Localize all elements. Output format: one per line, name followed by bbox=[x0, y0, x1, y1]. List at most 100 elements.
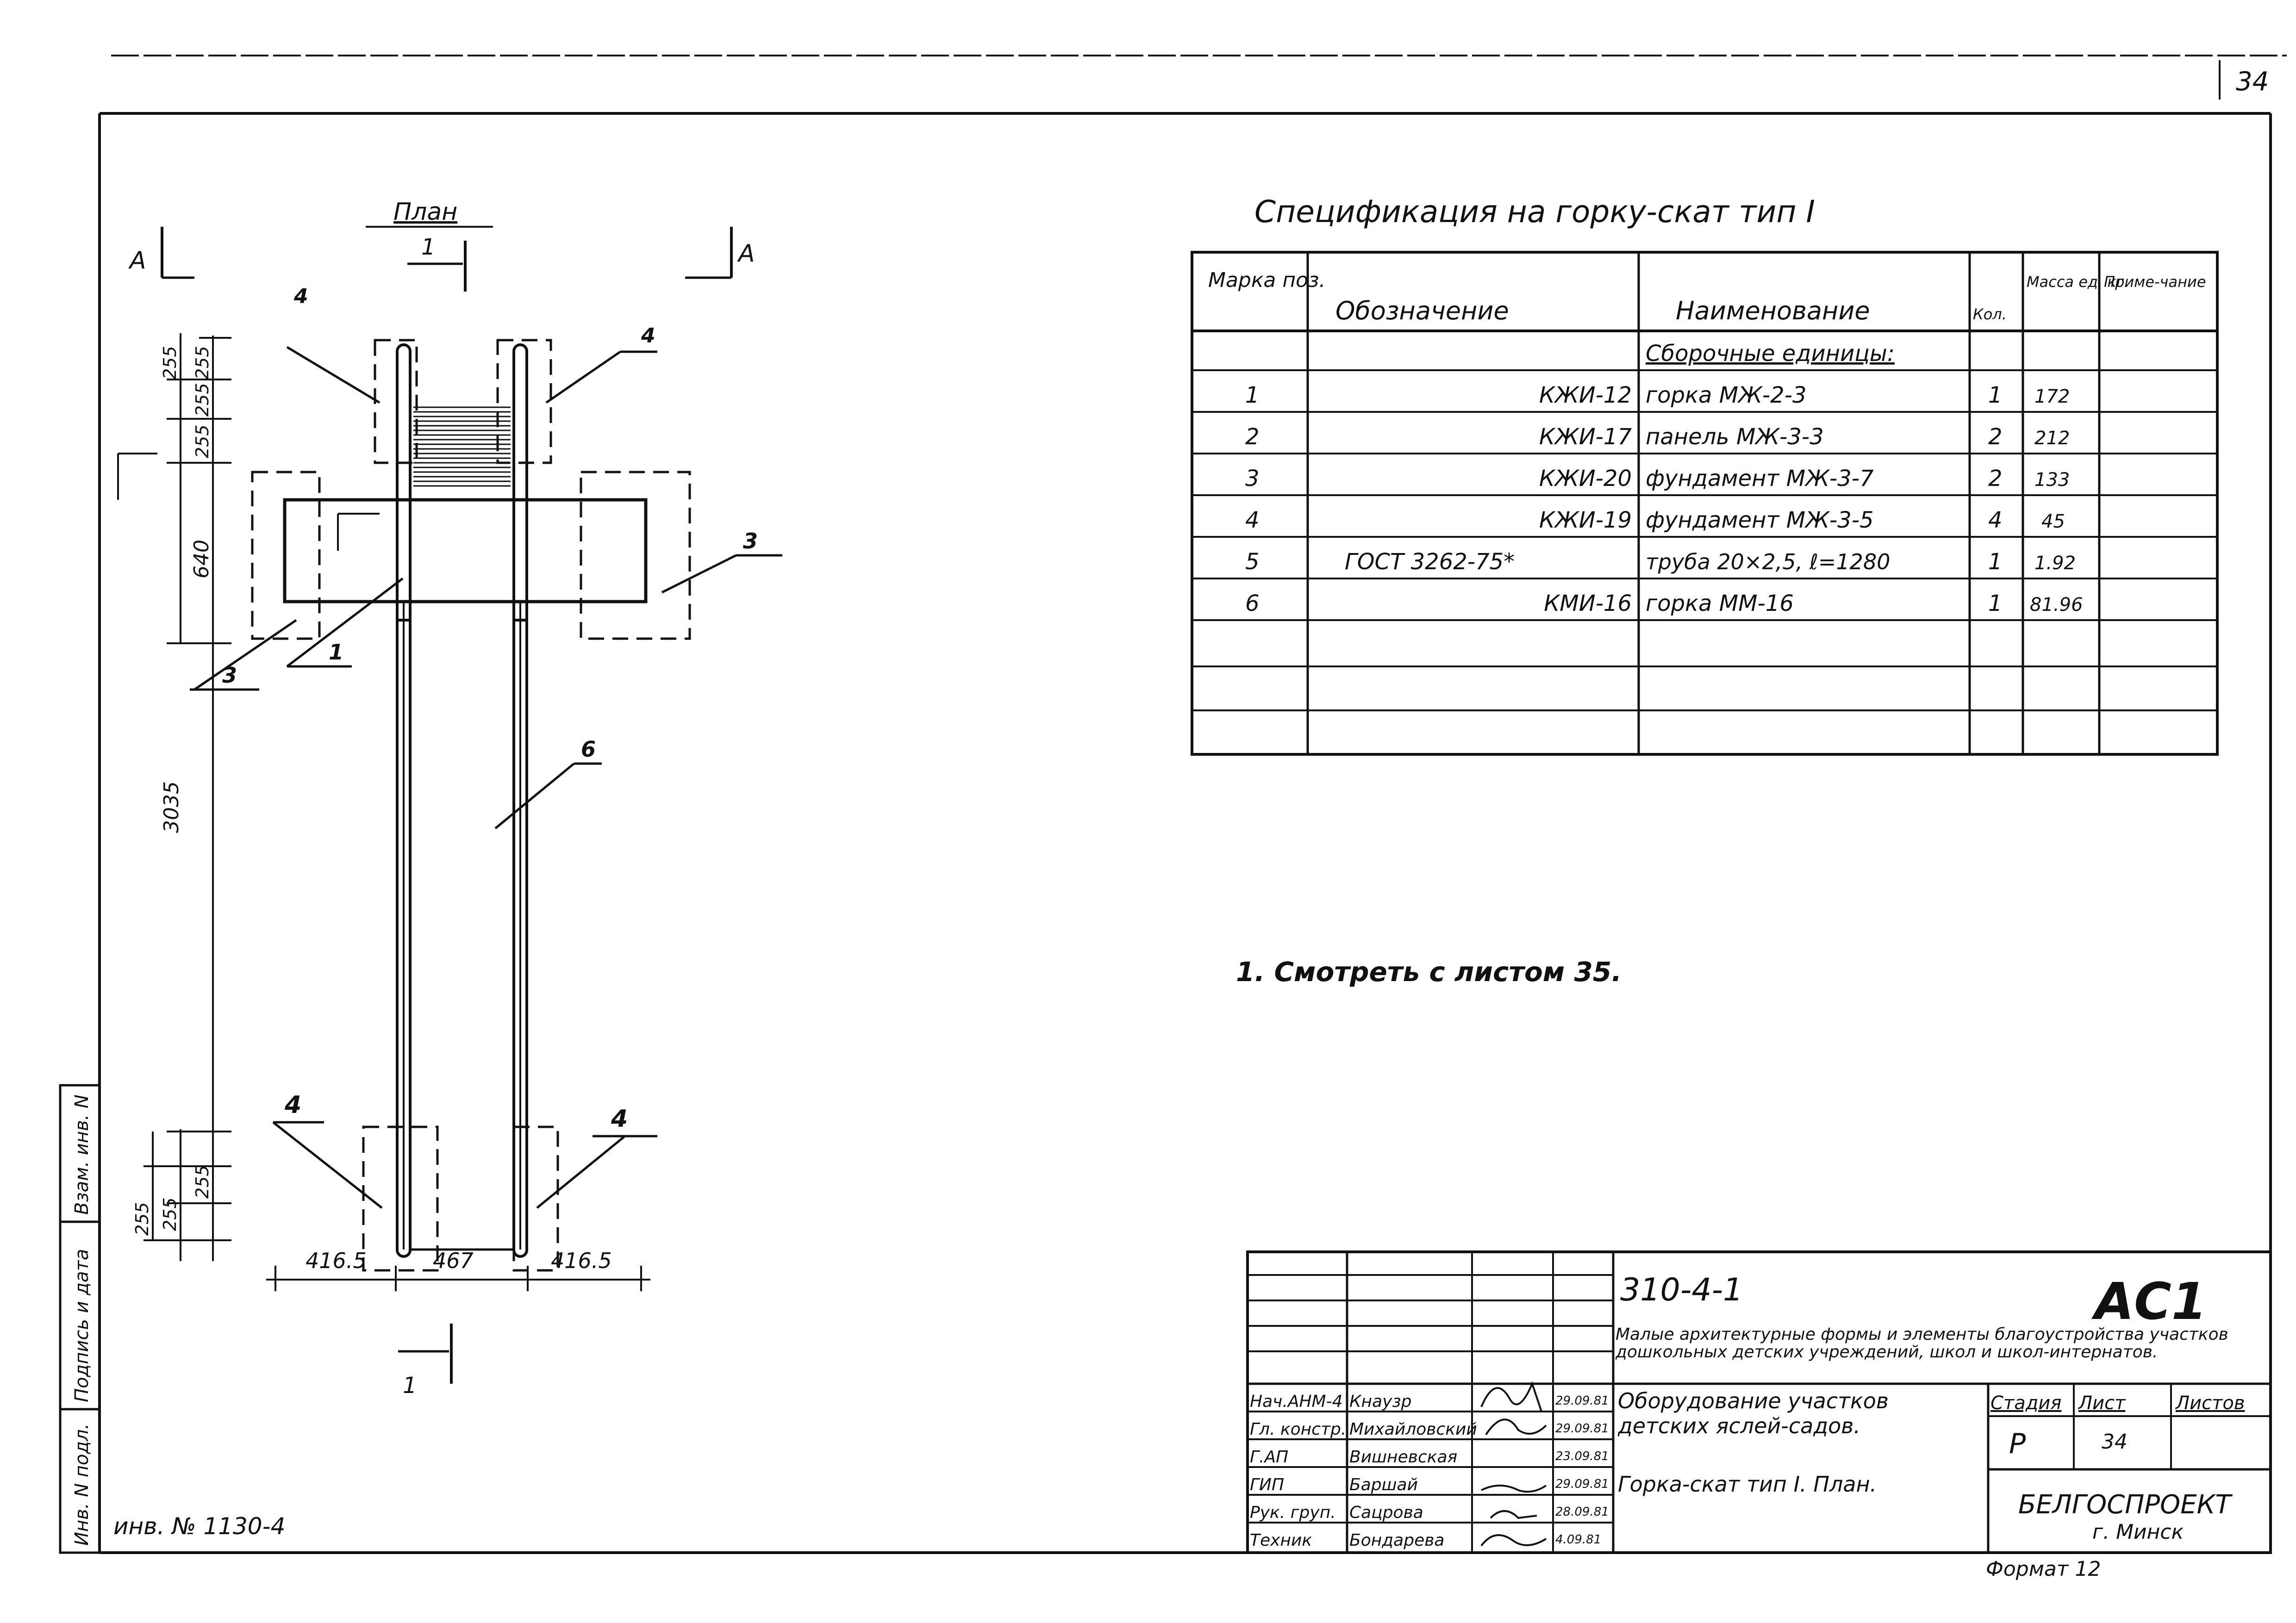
dim-left-2: 255 bbox=[192, 346, 212, 379]
callout-4-a: 4 bbox=[293, 285, 308, 308]
spec-header-code: Обозначение bbox=[1335, 296, 1509, 325]
tb-date-5: 28.09.81 bbox=[1555, 1505, 1609, 1519]
tb-object-box: Оборудование участков детских яслей-садо… bbox=[1618, 1388, 1889, 1438]
dims-bottom bbox=[266, 1266, 650, 1291]
tb-date-2: 29.09.81 bbox=[1555, 1422, 1609, 1436]
spec-row-2-name: панель МЖ-3-3 bbox=[1646, 424, 1824, 450]
spec-header-note: Приме-чание bbox=[2104, 273, 2206, 291]
spec-title: Спецификация на горку-скат тип I bbox=[1254, 194, 1815, 230]
tb-drawing-box: Горка-скат тип I. План. bbox=[1618, 1472, 1877, 1497]
drawing-note: 1. Смотреть с листом 35. bbox=[1236, 956, 1622, 988]
spec-row-5-mass: 1.92 bbox=[2034, 553, 2076, 574]
tb-people: Нач.АНМ-4 Кнаузр 29.09.81 Гл. констр. Ми… bbox=[1250, 1392, 1609, 1550]
tb-drawing: Горка-скат тип I. План. bbox=[1618, 1472, 1877, 1497]
tb-date-4: 29.09.81 bbox=[1555, 1477, 1609, 1491]
slide-body bbox=[396, 343, 528, 1258]
spec-row-3-mass: 133 bbox=[2034, 469, 2070, 491]
spec-row-3-qty: 2 bbox=[1988, 466, 2003, 491]
spec-row-2-mass: 212 bbox=[2034, 428, 2070, 449]
spec-row-4-code: КЖИ-19 bbox=[1539, 507, 1632, 533]
tb-sheet: 34 bbox=[2102, 1430, 2128, 1454]
spec-row-6-qty: 1 bbox=[1988, 591, 2003, 616]
plan-title: План bbox=[393, 198, 457, 226]
dim-left-3: 255 bbox=[192, 424, 212, 458]
spec-row-5-code: ГОСТ 3262-75* bbox=[1345, 549, 1515, 575]
section-a-left: А bbox=[128, 247, 146, 274]
side-stamp bbox=[59, 1084, 101, 1554]
dim-bottom-3: 416.5 bbox=[551, 1248, 612, 1273]
dim-left-9: 255 bbox=[192, 1165, 212, 1199]
tb-name-2: Михайловский bbox=[1349, 1420, 1477, 1439]
spec-table-grid bbox=[1191, 251, 2219, 756]
side-stamp-inv: Инв. N подл. bbox=[71, 1424, 93, 1546]
dim-bottom-1: 416.5 bbox=[306, 1248, 367, 1273]
callout-4-c: 4 bbox=[284, 1091, 301, 1119]
callout-4-d: 4 bbox=[611, 1105, 628, 1133]
spec-row-3-code: КЖИ-20 bbox=[1539, 466, 1632, 491]
dim-bottom-2: 467 bbox=[433, 1248, 474, 1273]
spec-row-6-code: КМИ-16 bbox=[1544, 591, 1632, 616]
spec-row-6-mass: 81.96 bbox=[2030, 594, 2083, 616]
spec-row-2-qty: 2 bbox=[1988, 424, 2003, 450]
spec-row-4-qty: 4 bbox=[1988, 507, 2003, 533]
spec-headers: Марка поз. Обозначение Наименование Кол.… bbox=[1208, 268, 2206, 325]
section-a-right: А bbox=[737, 240, 755, 267]
signatures bbox=[1480, 1381, 1547, 1547]
tb-role-6: Техник bbox=[1250, 1531, 1312, 1550]
tb-sheets-label: Листов bbox=[2175, 1393, 2245, 1414]
tb-stage: Р bbox=[2009, 1428, 2026, 1460]
tb-project: Малые архитектурные формы и элементы бла… bbox=[1616, 1326, 2228, 1362]
callout-3-b: 3 bbox=[222, 663, 237, 688]
spec-row-5-name: труба 20×2,5, ℓ=1280 bbox=[1646, 549, 1890, 574]
spec-header-name: Наименование bbox=[1676, 296, 1870, 325]
section-1-bottom: 1 bbox=[403, 1373, 417, 1399]
tb-role-5: Рук. груп. bbox=[1250, 1503, 1336, 1522]
dim-left-6: 3035 bbox=[160, 781, 183, 833]
spec-row-3-name: фундамент МЖ-3-7 bbox=[1646, 466, 1874, 491]
spec-row-2-pos: 2 bbox=[1245, 424, 1260, 450]
tb-name-1: Кнаузр bbox=[1349, 1392, 1411, 1411]
platform-panel bbox=[283, 498, 648, 603]
dim-left-5: 640 bbox=[190, 540, 213, 578]
tb-role-1: Нач.АНМ-4 bbox=[1250, 1392, 1343, 1411]
spec-row-2-code: КЖИ-17 bbox=[1539, 424, 1632, 450]
tb-name-5: Сацрова bbox=[1349, 1503, 1423, 1522]
callout-3-a: 3 bbox=[743, 529, 758, 553]
spec-row-5-pos: 5 bbox=[1245, 549, 1260, 575]
tb-role-3: Г.АП bbox=[1250, 1448, 1288, 1467]
tb-org: БЕЛГОСПРОЕКТ bbox=[2018, 1490, 2233, 1520]
tb-object: Оборудование участков детских яслей-садо… bbox=[1618, 1388, 1889, 1438]
title-block-grid bbox=[1246, 1250, 2272, 1554]
tb-name-6: Бондарева bbox=[1349, 1531, 1445, 1550]
side-stamp-sign: Подпись и дата bbox=[71, 1249, 93, 1402]
spec-header-qty: Кол. bbox=[1973, 305, 2007, 323]
dim-left-8: 255 bbox=[160, 1197, 180, 1231]
spec-row-1-name: горка МЖ-2-3 bbox=[1646, 382, 1807, 408]
tb-project-box: Малые архитектурные формы и элементы бла… bbox=[1616, 1326, 2228, 1362]
section-1-top: 1 bbox=[421, 234, 436, 260]
spec-group-title: Сборочные единицы: bbox=[1646, 341, 1895, 367]
spec-row-6-name: горка ММ-16 bbox=[1646, 591, 1794, 616]
spec-row-1-qty: 1 bbox=[1988, 382, 2003, 408]
spec-row-3-pos: 3 bbox=[1245, 466, 1260, 491]
spec-header-mass: Масса ед. кг. bbox=[2027, 273, 2129, 291]
dims-left bbox=[144, 333, 231, 1261]
tb-name-4: Баршай bbox=[1349, 1475, 1418, 1494]
spec-row-5-qty: 1 bbox=[1988, 549, 2003, 575]
tb-role-2: Гл. констр. bbox=[1250, 1420, 1346, 1439]
spec-row-1-pos: 1 bbox=[1245, 382, 1260, 408]
spec-rows: 1 КЖИ-12 горка МЖ-2-3 1 172 2 КЖИ-17 пан… bbox=[1245, 382, 2083, 616]
tb-role-4: ГИП bbox=[1250, 1475, 1284, 1494]
spec-row-4-mass: 45 bbox=[2041, 511, 2065, 532]
dim-left-7: 255 bbox=[132, 1202, 152, 1236]
tb-stage-label: Стадия bbox=[1990, 1393, 2061, 1414]
spec-header-pos: Марка поз. bbox=[1208, 268, 1325, 292]
dim-left-4: 255 bbox=[192, 383, 212, 417]
steps-hatching bbox=[413, 406, 511, 487]
tb-name-3: Вишневская bbox=[1349, 1448, 1457, 1467]
tb-sheet-label: Лист bbox=[2078, 1393, 2126, 1414]
tb-city: г. Минск bbox=[2092, 1520, 2184, 1544]
callout-6: 6 bbox=[581, 737, 596, 762]
callout-leaders bbox=[190, 346, 782, 1209]
